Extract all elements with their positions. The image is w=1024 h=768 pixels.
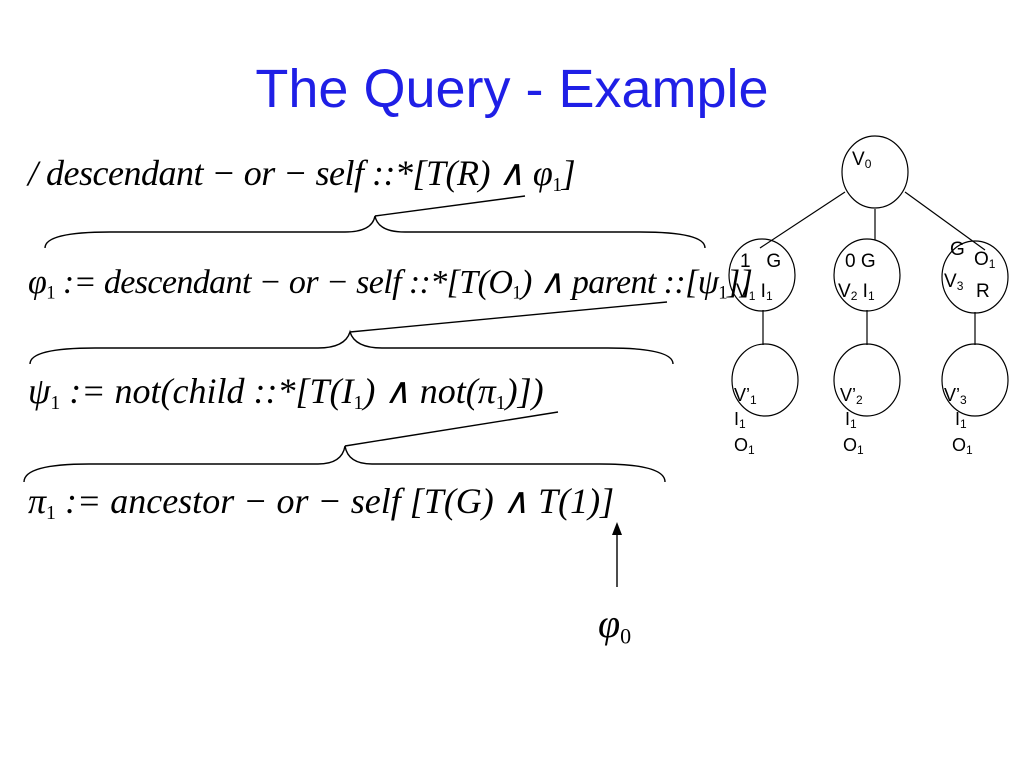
connector-line-2 [349,301,668,333]
tree-node-v3 [941,240,1009,314]
node-v1p-v: V’1 [734,386,757,406]
formula-psi1-definition: ψ1 := not(child ::*[T(I1) ∧ not(π1)]) [28,370,544,415]
formula-text: ) ∧ not(π [363,371,496,411]
connector-line-1 [374,195,526,217]
formula-symbol: φ [598,601,621,646]
brace-1 [44,215,706,249]
formula-text: ] [561,153,576,193]
node-label-text: G [766,251,782,272]
formula-subscript: 1 [50,391,61,414]
node-label-text: 1 [740,251,751,272]
node-label-sub: 2 [856,393,863,407]
node-v3p-i: I1 [955,410,967,430]
node-v1-top: 1 G [740,252,781,271]
node-v2p-o: O1 [843,436,864,456]
node-label-text: I [845,409,851,429]
tree-node-v1-prime [731,343,799,417]
node-label-text: O [974,249,989,270]
node-label-sub: 1 [739,417,746,431]
node-label-sub: 3 [956,279,964,293]
node-label-sub: 1 [966,443,973,457]
tree-node-v3-prime [941,343,1009,417]
brace-2 [29,329,674,365]
node-label-text: 0 [845,251,856,272]
node-label-sub: 1 [857,443,864,457]
slide-title: The Query - Example [255,59,769,119]
formula-subscript: 1 [495,391,506,414]
formula-text: / descendant − or − self ::*[T(R) ∧ φ [28,153,553,193]
node-v2p-i: I1 [845,410,857,430]
formula-subscript: 1 [552,173,562,196]
formula-text: := not(child ::*[T(I [60,371,354,411]
formula-subscript: 0 [620,623,632,649]
node-label-sub: 1 [850,417,857,431]
formula-text: ]] [727,264,753,301]
formula-subscript: 1 [353,391,364,414]
formula-pi1-definition: π1 := ancestor − or − self [T(G) ∧ T(1)] [28,480,614,525]
formula-symbol: φ [28,264,47,301]
node-label-text: V’ [840,385,857,405]
node-label-sub: 1 [748,443,755,457]
node-v2-top: 0 G [845,252,876,271]
node-label-text: V’ [734,385,751,405]
node-label-sub: 1 [748,289,756,303]
node-v1p-o: O1 [734,436,755,456]
node-v3p-v: V’3 [944,386,967,406]
node-v3-r: R [976,281,990,302]
node-label-text: I [955,409,961,429]
node-v1-bottom: V1 I1 [736,282,773,302]
node-v1p-i: I1 [734,410,746,430]
formula-phi1-definition: φ1 := descendant − or − self ::*[T(O1) ∧… [28,262,753,305]
node-v3-v: V3 [944,272,963,292]
node-label-sub: 3 [960,393,967,407]
node-label-sub: 1 [765,289,773,303]
formula-symbol: ψ [28,371,51,411]
node-label-text: O [843,435,858,455]
node-label-text: O [952,435,967,455]
formula-text: )]) [505,371,544,411]
node-v3-o: O1 [974,250,995,270]
node-label-text: V’ [944,385,961,405]
tree-node-v2-prime [833,343,901,417]
arrow-head [612,522,622,535]
tree-node-root [841,135,909,209]
tree-edge [759,191,846,249]
node-v2-bottom: V2 I1 [838,282,875,302]
formula-subscript: 1 [718,282,727,304]
node-label-sub: 0 [864,157,872,171]
node-label-sub: 1 [988,257,996,271]
formula-descendant-or-self: / descendant − or − self ::*[T(R) ∧ φ1] [28,152,576,197]
tree-node-v1 [728,238,796,312]
node-label-sub: 1 [867,289,875,303]
node-label-text: V [852,149,865,170]
node-label-text: O [734,435,749,455]
node-v2p-v: V’2 [840,386,863,406]
formula-text: := descendant − or − self ::*[T(O [54,264,513,301]
formula-subscript: 1 [46,282,55,304]
node-label-text: I [862,281,868,302]
connector-line-3 [344,411,559,447]
node-label-text: I [734,409,740,429]
node-label-text: I [760,281,766,302]
node-label-sub: 2 [850,289,858,303]
node-label-text: V [944,271,957,292]
formula-text: ) ∧ parent ::[ψ [521,264,719,301]
tree-edge [904,191,986,251]
tree-node-v2 [833,238,901,312]
node-label-text: G [860,251,876,272]
formula-text: := ancestor − or − self [T(G) ∧ T(1)] [55,481,615,521]
node-label-text: V [838,281,851,302]
phi0-label: φ0 [598,600,631,650]
node-v3p-o: O1 [952,436,973,456]
formula-subscript: 1 [46,501,56,524]
root-node-label: V0 [852,150,871,170]
formula-symbol: π [28,481,47,521]
brace-3 [23,445,666,483]
node-label-text: V [736,281,749,302]
node-label-sub: 1 [960,417,967,431]
node-label-sub: 1 [750,393,757,407]
node-v3-g: G [950,239,965,260]
formula-subscript: 1 [512,282,522,304]
